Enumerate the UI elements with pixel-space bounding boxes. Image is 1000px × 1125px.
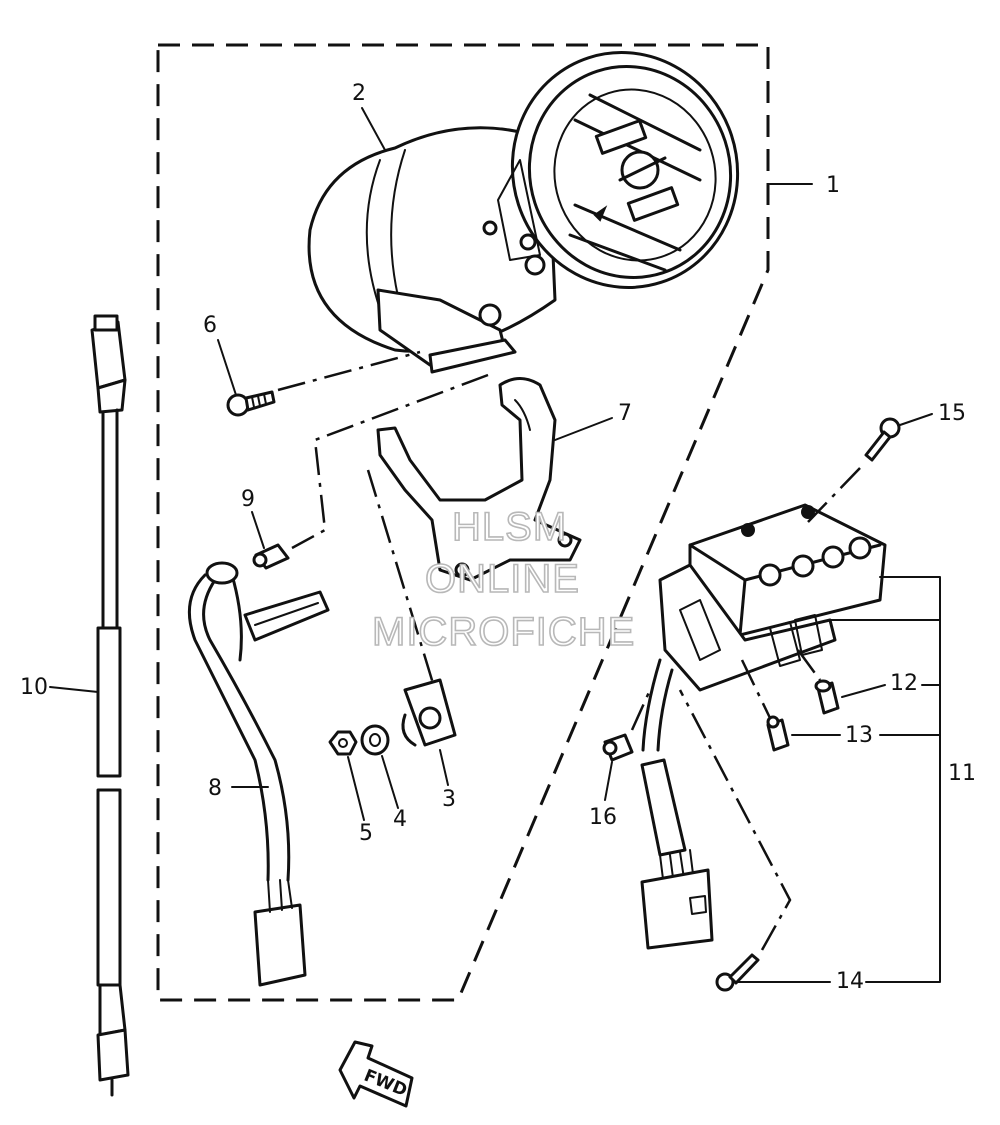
leader-line-15 — [899, 413, 933, 426]
bulb-part-12 — [814, 679, 840, 715]
bulb-part-13 — [766, 715, 790, 752]
leader-chain-3 — [366, 469, 437, 691]
leader-chain-16 — [630, 689, 652, 731]
screw-part-15 — [864, 417, 901, 462]
indicator-light-assembly-part-11 — [640, 503, 887, 950]
meter-housing-part — [307, 126, 557, 374]
watermark-line1: HLSM — [452, 505, 567, 549]
callout-16: 16 — [589, 805, 617, 830]
leader-chain-9 — [291, 373, 489, 550]
callout-7: 7 — [618, 401, 632, 426]
callout-13: 13 — [845, 723, 873, 748]
callout-10: 10 — [20, 675, 48, 700]
leader-line-9 — [251, 511, 265, 549]
leader-line-12 — [841, 684, 886, 698]
nut-part-5 — [328, 730, 358, 756]
knob-part-3 — [401, 678, 457, 747]
washer-part-4 — [360, 724, 390, 756]
callout-4: 4 — [393, 807, 407, 832]
speedometer-cable-part-10 — [90, 314, 130, 1097]
callout-9: 9 — [241, 487, 255, 512]
callout-11: 11 — [948, 761, 976, 786]
leader-line-7 — [554, 417, 613, 441]
leader-chain-12 — [796, 649, 822, 681]
leader-chain-15 — [807, 467, 861, 523]
leader-line-5 — [347, 756, 365, 821]
leader-line-4 — [381, 755, 399, 809]
watermark: HLSM ONLINE MICROFICHE — [371, 504, 635, 655]
callout-14: 14 — [836, 969, 864, 994]
callout-2: 2 — [352, 81, 366, 106]
leader-line-2 — [361, 107, 386, 151]
bulb-part-16 — [602, 733, 634, 762]
watermark-line3: MICROFICHE — [372, 610, 635, 654]
leader-line-3 — [439, 749, 449, 786]
callout-12: 12 — [890, 671, 918, 696]
watermark-line2: ONLINE — [425, 557, 580, 601]
leader-line-6 — [217, 339, 237, 396]
leader-line-10 — [49, 686, 99, 693]
leader-chain-14 — [678, 689, 792, 951]
callout-5: 5 — [359, 821, 373, 846]
callout-1: 1 — [826, 173, 840, 198]
callout-3: 3 — [442, 787, 456, 812]
group-bracket-11 — [829, 576, 941, 983]
screw-part-6 — [226, 390, 276, 417]
bulb-part-9 — [252, 543, 290, 570]
wire-harness-part-8 — [187, 561, 330, 987]
leader-line-16 — [604, 761, 613, 801]
bracket-part-7 — [376, 377, 582, 582]
screw-part-14 — [715, 953, 760, 992]
callout-15: 15 — [938, 401, 966, 426]
speedometer-assembly-part — [482, 51, 740, 289]
callout-6: 6 — [203, 313, 217, 338]
fwd-direction-arrow: FWD — [338, 1040, 414, 1108]
leader-chain-6 — [277, 350, 421, 392]
assembly-boundary — [156, 43, 770, 1002]
leader-chain-13 — [740, 659, 772, 719]
callout-8: 8 — [208, 776, 222, 801]
